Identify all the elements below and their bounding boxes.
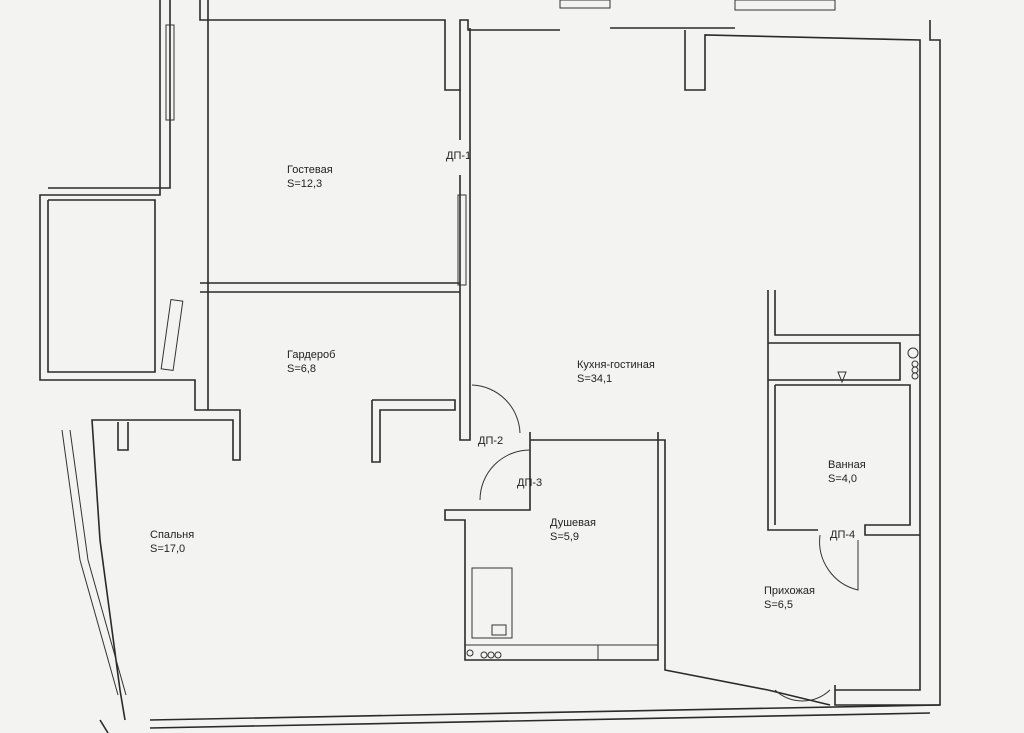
room-area: S=6,8: [287, 363, 317, 375]
room-area: S=17,0: [150, 543, 186, 555]
walls: [39, 0, 941, 733]
room-name: Кухня-гостиная: [577, 359, 655, 371]
door-swings: [471, 384, 859, 702]
room-name: Ванная: [828, 459, 866, 471]
door-label-3: ДП-3: [517, 477, 543, 489]
room-area: S=34,1: [577, 373, 613, 385]
room-area: S=4,0: [828, 473, 858, 485]
windows: [61, 0, 836, 696]
room-name: Прихожая: [764, 585, 815, 597]
fixtures: [465, 347, 919, 660]
room-name: Гостевая: [287, 164, 333, 176]
door-label-1: ДП-1: [446, 150, 472, 162]
door-label-2: ДП-2: [478, 435, 504, 447]
room-name: Спальня: [150, 529, 195, 541]
door-label-4: ДП-4: [830, 529, 856, 541]
room-area: S=12,3: [287, 178, 323, 190]
room-area: S=6,5: [764, 599, 794, 611]
room-name: Душевая: [550, 517, 596, 529]
room-area: S=5,9: [550, 531, 580, 543]
room-name: Гардероб: [287, 349, 336, 361]
